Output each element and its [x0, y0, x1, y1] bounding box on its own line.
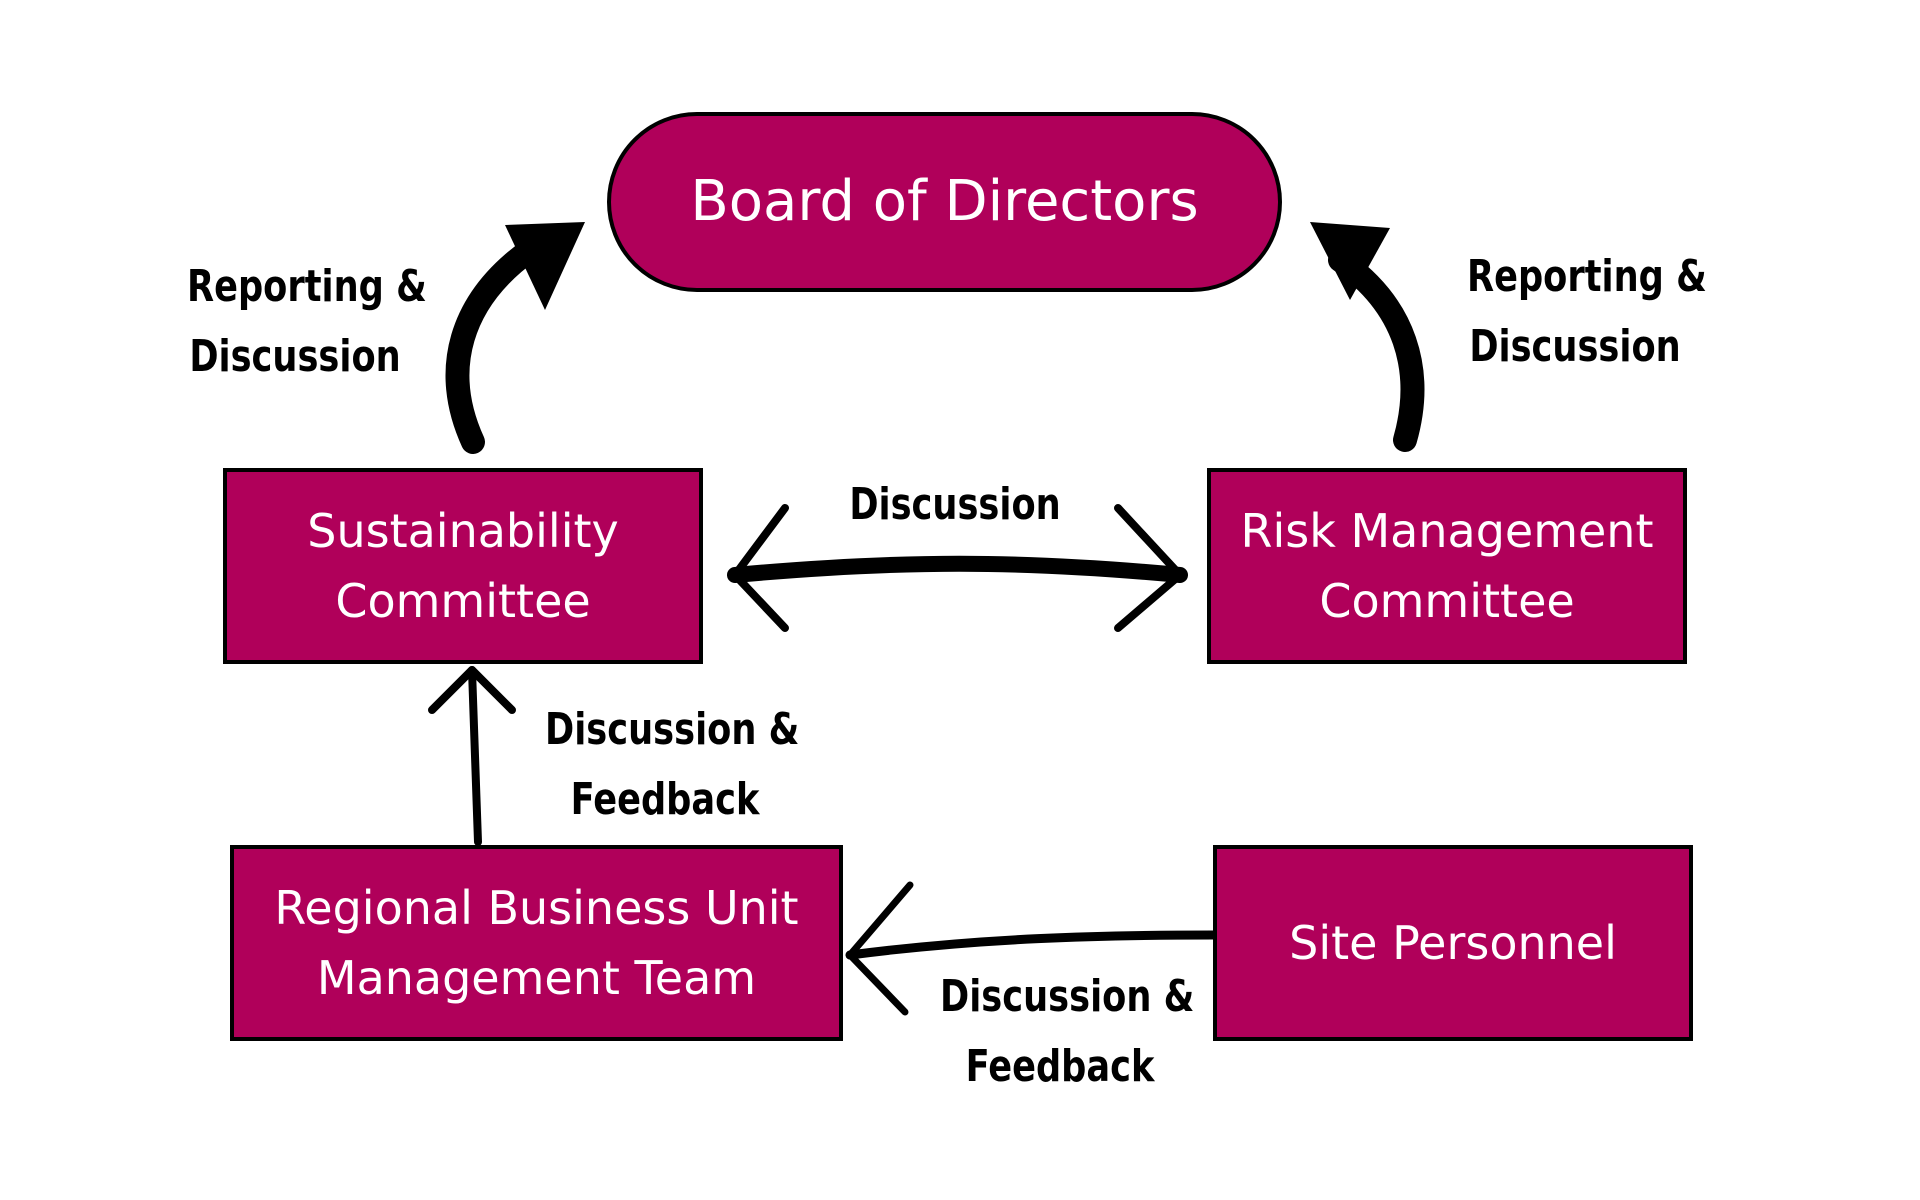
node-label: Risk Management — [1240, 504, 1654, 558]
node-label: Committee — [1319, 574, 1575, 628]
node-label: Board of Directors — [690, 169, 1199, 234]
arrow-risk-to-board — [1310, 222, 1425, 452]
node-board-of-directors: Board of Directors — [607, 112, 1282, 292]
node-regional-business-unit: Regional Business Unit Management Team — [230, 845, 843, 1041]
node-risk-management-committee: Risk Management Committee — [1207, 468, 1687, 664]
edge-label-sustainability-to-board: Reporting & Discussion — [187, 261, 427, 382]
node-label: Sustainability — [307, 504, 619, 558]
node-sustainability-committee: Sustainability Committee — [223, 468, 703, 664]
node-label: Management Team — [316, 951, 757, 1005]
node-site-personnel: Site Personnel — [1213, 845, 1693, 1041]
arrow-sustainability-risk — [727, 504, 1188, 632]
edge-label-regional-to-sustainability: Discussion & Feedback — [545, 704, 800, 825]
edge-label-sustainability-risk: Discussion — [849, 479, 1061, 530]
node-label: Regional Business Unit — [274, 881, 799, 935]
arrow-site-to-regional — [845, 881, 1218, 1016]
edge-label-site-to-regional: Discussion & Feedback — [940, 971, 1195, 1092]
edge-label-risk-to-board: Reporting & Discussion — [1467, 251, 1707, 372]
node-label: Committee — [335, 574, 591, 628]
node-label: Site Personnel — [1289, 916, 1617, 970]
arrow-sustainability-to-board — [445, 222, 585, 454]
arrow-regional-to-sustainability — [428, 666, 516, 846]
